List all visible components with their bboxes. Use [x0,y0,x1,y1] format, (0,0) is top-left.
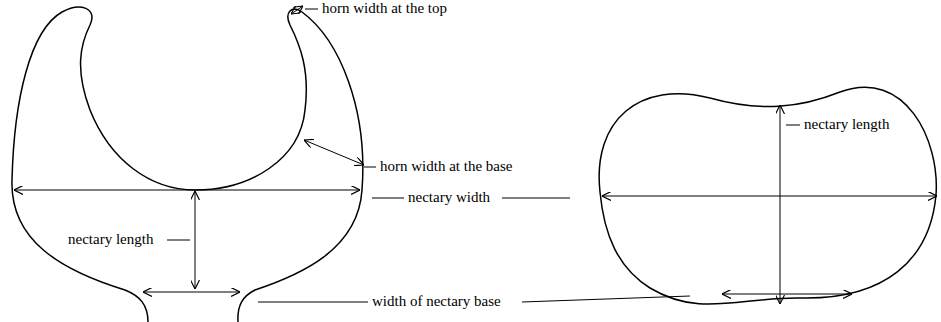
leader-line [364,167,376,168]
dimension-label: nectary length [66,231,155,248]
right-base-arrow [722,294,852,295]
leader-line [258,302,368,303]
dimension-label: width of nectary base [370,293,503,310]
leader-line [305,9,318,10]
leader-line [522,296,690,302]
dimension-label: nectary width [406,189,492,206]
dimension-label: horn width at the base [378,158,514,175]
leader-line [502,198,570,199]
dimension-label: nectary length [802,116,891,133]
nectary-length-arrow [195,191,196,289]
horn-base-arrow [304,140,364,165]
right-length-arrow [780,105,781,304]
leader-line [786,125,800,126]
dimension-label: horn width at the top [320,0,449,17]
nectary-base-arrow [143,292,240,293]
leader-line [372,198,404,199]
leader-line [167,240,190,241]
horned-nectary-outline [12,7,363,322]
right-width-arrow [602,196,937,197]
kidney-nectary-outline [599,87,936,304]
horn-top-arrow [291,6,303,14]
nectary-width-arrow [14,190,360,191]
